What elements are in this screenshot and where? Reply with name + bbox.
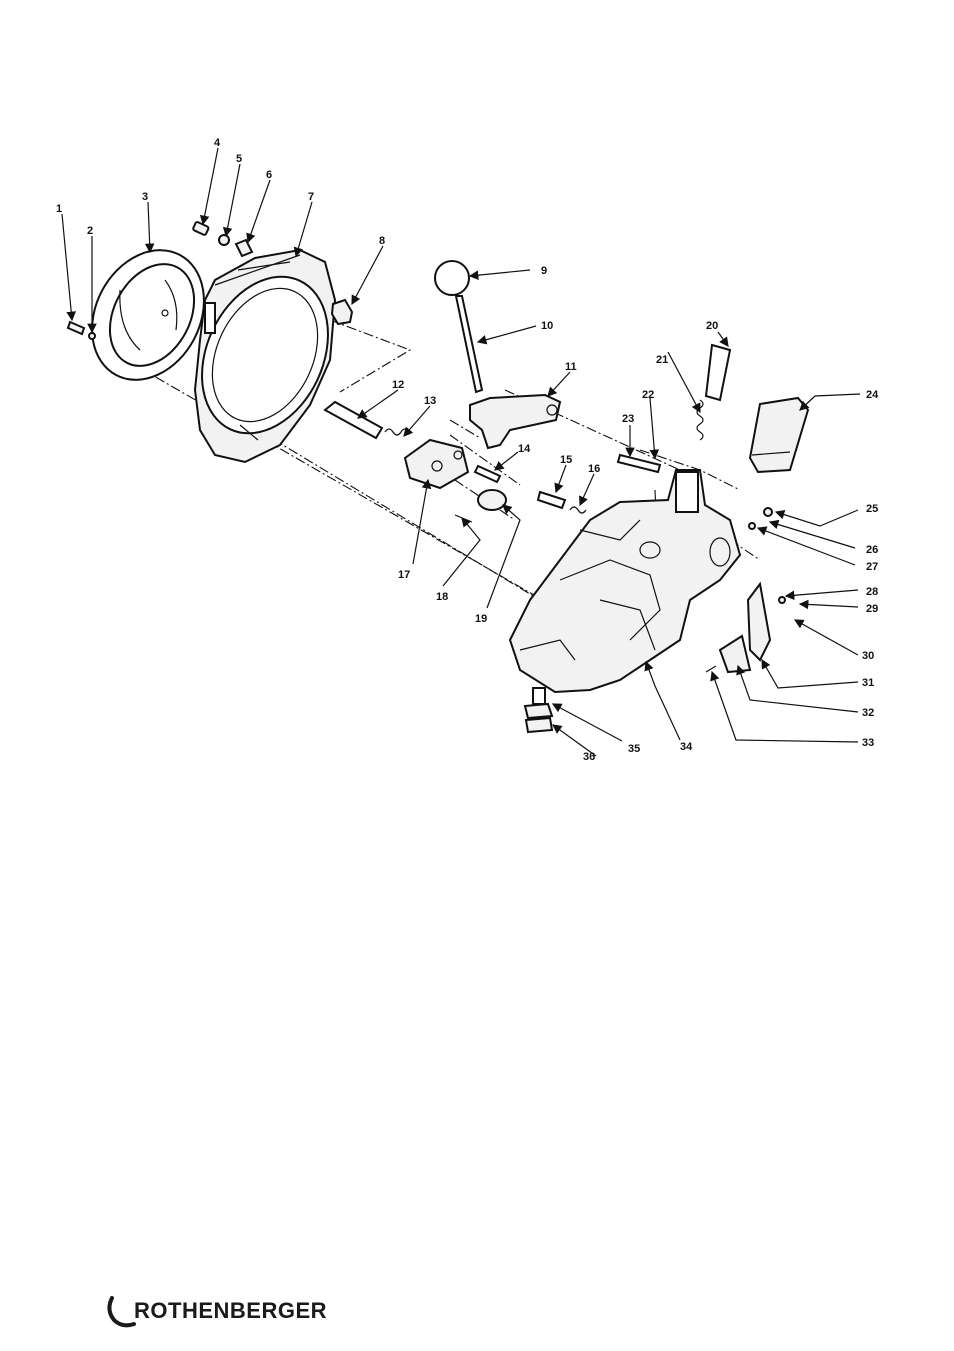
- callout-15: 15: [560, 454, 572, 466]
- callout-3: 3: [142, 191, 148, 203]
- callout-20: 20: [706, 320, 718, 332]
- callout-22: 22: [642, 389, 654, 401]
- callout-32: 32: [862, 707, 874, 719]
- callout-35: 35: [628, 743, 640, 755]
- lever-arm-part: [470, 395, 560, 448]
- clamp-nut-part: [332, 300, 352, 324]
- callout-29: 29: [866, 603, 878, 615]
- pins-and-springs: [455, 466, 586, 522]
- callout-5: 5: [236, 153, 242, 165]
- logo-arc-icon: [104, 1292, 136, 1332]
- callout-19: 19: [475, 613, 487, 625]
- callout-14: 14: [518, 443, 531, 455]
- callout-28: 28: [866, 586, 878, 598]
- callout-6: 6: [266, 169, 272, 181]
- callout-2: 2: [87, 225, 93, 237]
- callout-25: 25: [866, 503, 878, 515]
- callout-34: 34: [680, 741, 693, 753]
- callout-4: 4: [214, 137, 221, 149]
- callout-30: 30: [862, 650, 874, 662]
- callout-11: 11: [565, 361, 577, 373]
- callout-18: 18: [436, 591, 448, 603]
- callout-16: 16: [588, 463, 600, 475]
- callout-23: 23: [622, 413, 634, 425]
- callout-1: 1: [56, 203, 62, 215]
- cam-ring-part: [178, 250, 352, 462]
- callout-26: 26: [866, 544, 878, 556]
- callout-10: 10: [541, 320, 553, 332]
- callout-27: 27: [866, 561, 878, 573]
- brand-logo: ROTHENBERGER: [104, 1292, 364, 1332]
- callout-31: 31: [862, 677, 874, 689]
- lever-handle-part: [435, 261, 482, 392]
- callout-12: 12: [392, 379, 404, 391]
- bolt-and-nut-part: [525, 688, 552, 732]
- callout-36: 36: [583, 751, 595, 763]
- clamp-bolt-part: [325, 402, 409, 438]
- brand-name: ROTHENBERGER: [134, 1298, 327, 1324]
- pivot-block-part: [405, 440, 468, 488]
- callout-13: 13: [424, 395, 436, 407]
- exploded-parts-diagram: 1 2 3 4 5 6 7 8 9 10 11 12 13 14 15 16 1…: [32, 110, 918, 785]
- chaser-part: [750, 398, 808, 472]
- callout-8: 8: [379, 235, 385, 247]
- callout-24: 24: [866, 389, 879, 401]
- callout-33: 33: [862, 737, 874, 749]
- die-head-body-part: [510, 470, 740, 692]
- callout-21: 21: [656, 354, 668, 366]
- callout-7: 7: [308, 191, 314, 203]
- callout-9: 9: [541, 265, 547, 277]
- callout-17: 17: [398, 569, 410, 581]
